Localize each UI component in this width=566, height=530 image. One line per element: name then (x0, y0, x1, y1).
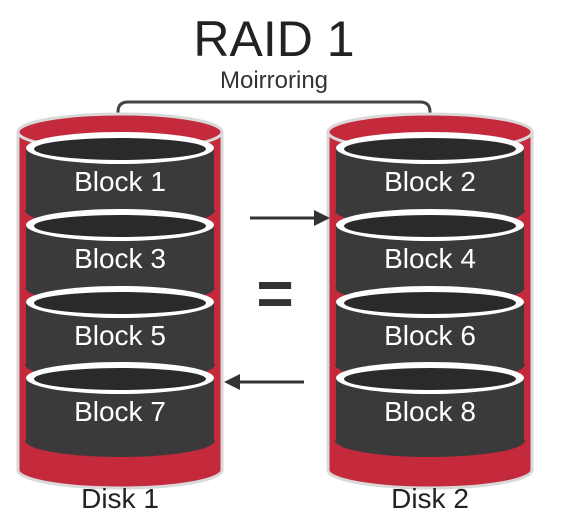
disk-label: Disk 1 (81, 483, 159, 514)
block-label: Block 6 (384, 320, 476, 351)
block-platter: Block 3 (25, 209, 215, 304)
block-platter: Block 7 (25, 362, 215, 457)
arrow-right (250, 210, 330, 226)
block-platter: Block 4 (335, 209, 525, 304)
block-label: Block 7 (74, 396, 166, 427)
block-label: Block 1 (74, 166, 166, 197)
block-platter: Block 5 (25, 286, 215, 381)
disk-label: Disk 2 (391, 483, 469, 514)
diagram-subtitle: Moirroring (220, 67, 328, 94)
block-label: Block 8 (384, 396, 476, 427)
arrow-left (224, 374, 304, 390)
disk-1: Block 1 Block 3 Block 5 Block 7 (16, 112, 224, 490)
block-platter: Block 6 (335, 286, 525, 381)
diagram-title: RAID 1 (193, 11, 354, 67)
block-label: Block 4 (384, 243, 476, 274)
mirror-connector (116, 100, 432, 158)
disk-2: Block 2 Block 4 Block 6 Block 8 (326, 112, 534, 490)
block-label: Block 2 (384, 166, 476, 197)
block-label: Block 5 (74, 320, 166, 351)
block-platter: Block 1 (25, 132, 215, 227)
equals-sign: = (256, 257, 293, 329)
block-label: Block 3 (74, 243, 166, 274)
block-platter: Block 2 (335, 132, 525, 227)
block-platter: Block 8 (335, 362, 525, 457)
